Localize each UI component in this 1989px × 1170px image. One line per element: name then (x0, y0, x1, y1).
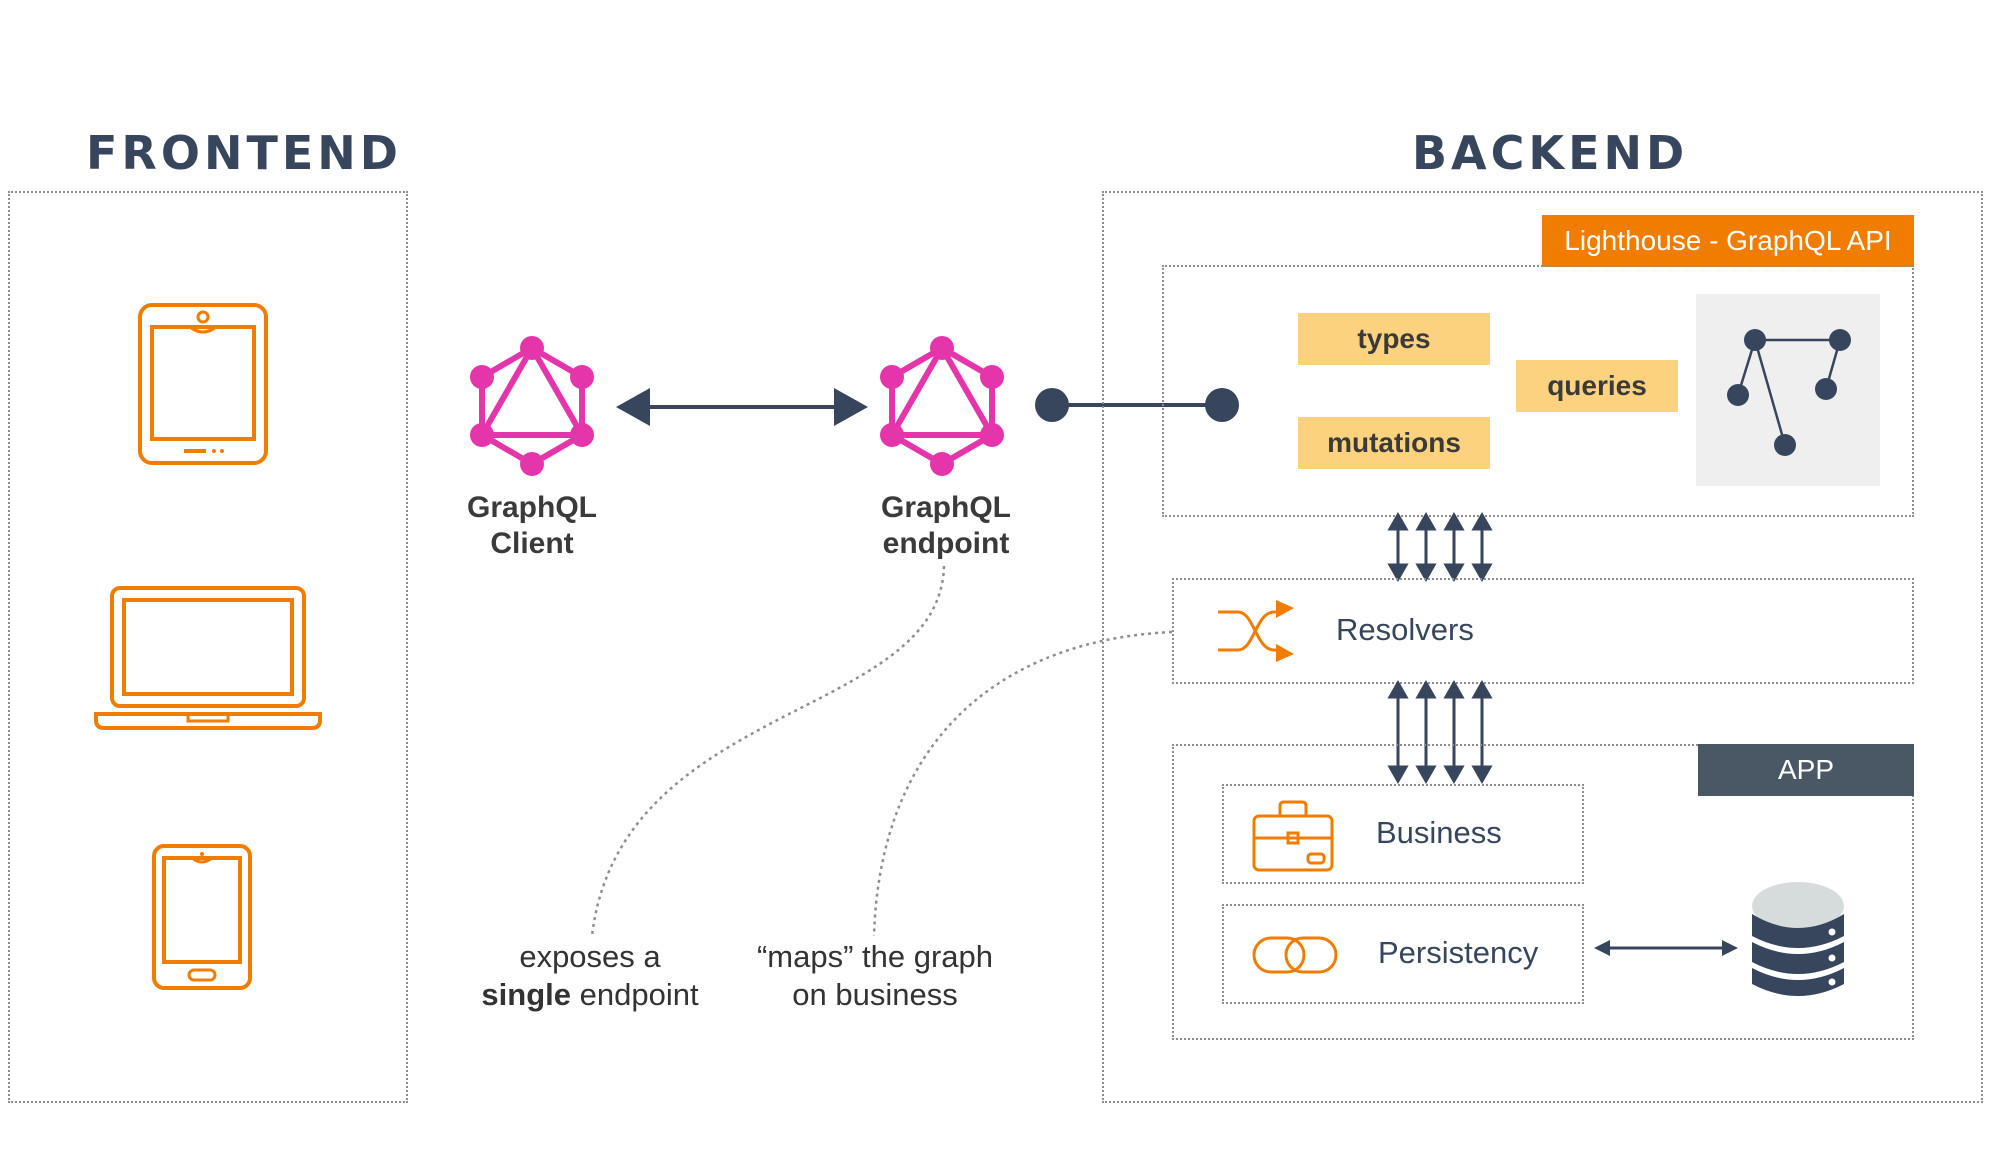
briefcase-icon (1252, 800, 1334, 872)
maps-graph-note: “maps” the graph on business (756, 939, 994, 1012)
mutations-tag: mutations (1298, 417, 1490, 469)
shuffle-icon (1218, 600, 1294, 662)
backend-panel (1102, 191, 1983, 1103)
client-endpoint-arrow (616, 388, 868, 426)
link-rings-icon (1252, 936, 1338, 974)
frontend-panel (8, 191, 408, 1103)
single-emphasis: single (481, 977, 572, 1012)
lighthouse-api-banner: Lighthouse - GraphQL API (1542, 215, 1914, 267)
app-box (1172, 744, 1914, 1040)
persistency-box (1222, 904, 1584, 1004)
endpoint-api-connector (1035, 388, 1239, 422)
app-banner: APP (1698, 744, 1914, 796)
graphql-client-logo-icon (470, 336, 594, 476)
tablet-icon (138, 303, 268, 465)
business-box (1222, 784, 1584, 884)
phone-icon (152, 844, 252, 990)
resolvers-box (1172, 578, 1914, 684)
api-box (1162, 265, 1914, 517)
persistency-label: Persistency (1378, 935, 1539, 970)
api-resolvers-arrows (1387, 511, 1493, 583)
persistency-db-arrow (1594, 940, 1738, 956)
types-tag: types (1298, 313, 1490, 365)
frontend-title: FRONTEND (86, 126, 402, 180)
resolvers-label: Resolvers (1336, 612, 1474, 647)
graphql-endpoint-logo-icon (880, 336, 1004, 476)
queries-tag: queries (1516, 360, 1678, 412)
laptop-icon (94, 586, 322, 730)
database-icon (1752, 882, 1844, 996)
graph-icon (1727, 329, 1851, 456)
resolvers-app-arrows (1387, 679, 1493, 785)
backend-title: BACKEND (1412, 126, 1689, 180)
single-endpoint-note: exposes a single endpoint (481, 939, 699, 1012)
business-label: Business (1376, 815, 1502, 850)
